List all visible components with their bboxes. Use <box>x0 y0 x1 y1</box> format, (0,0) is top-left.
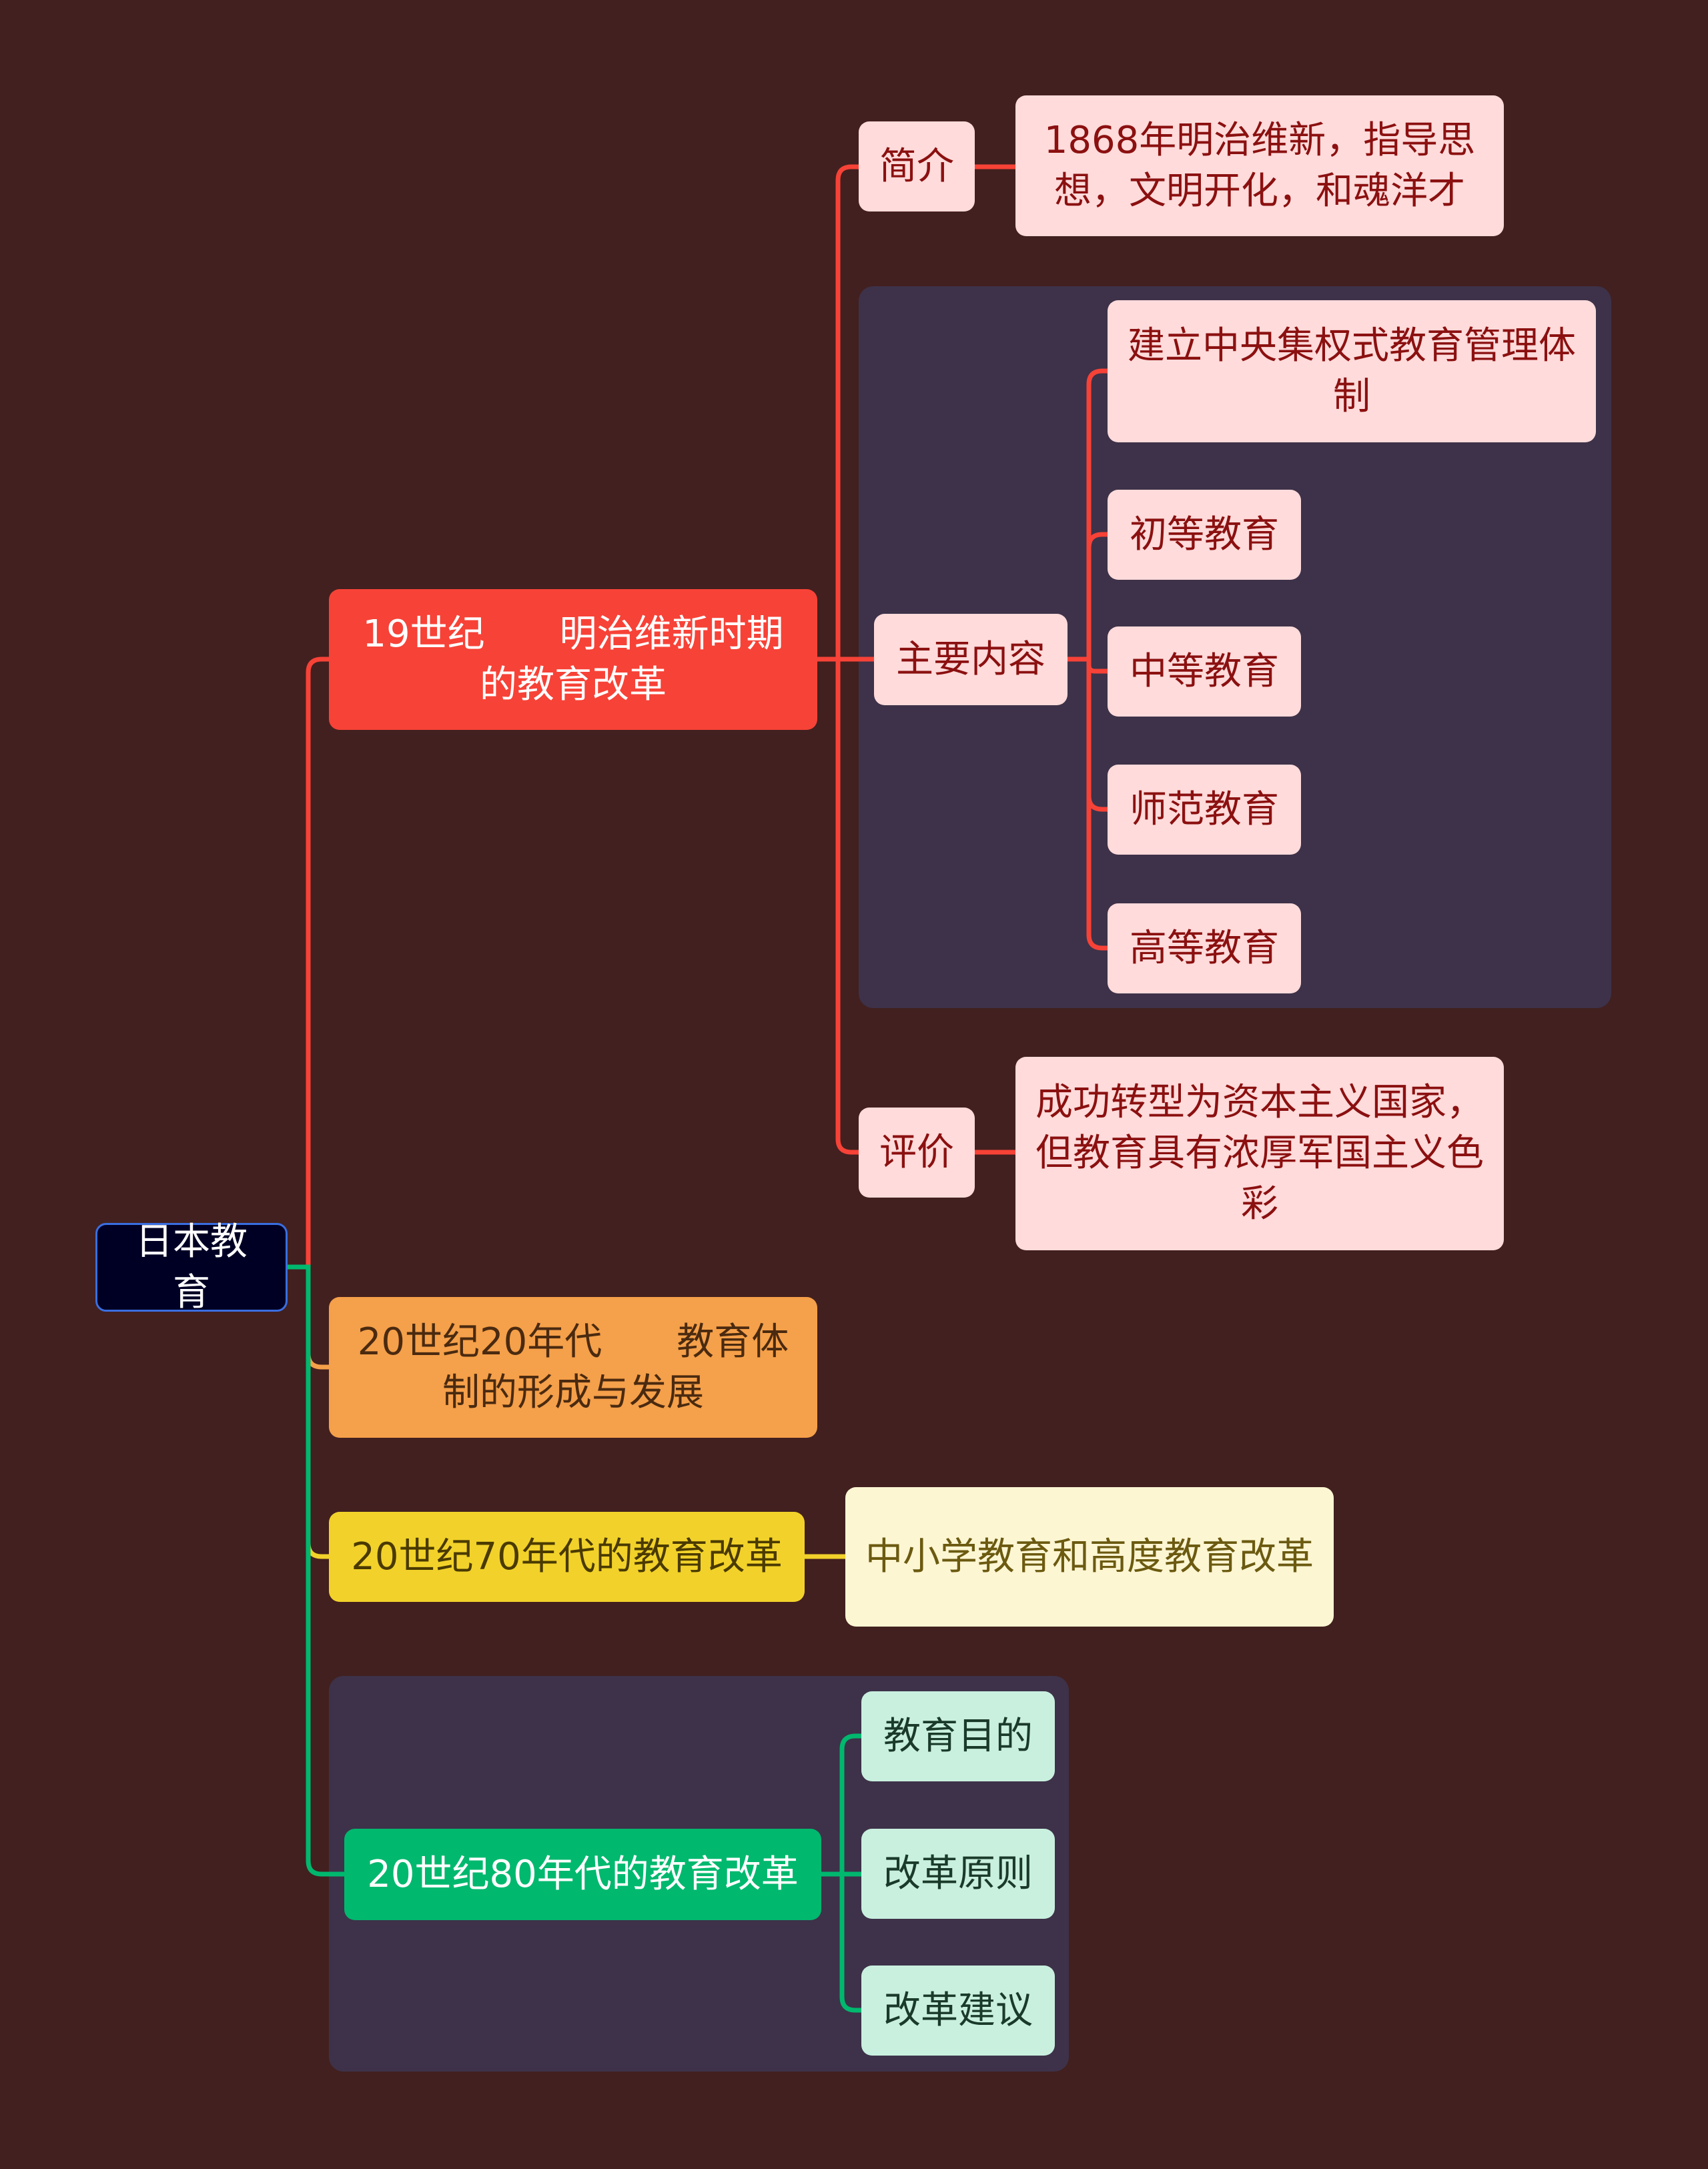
main-item[interactable]: 初等教育 <box>1108 490 1301 580</box>
node-evaluation[interactable]: 评价 <box>859 1108 975 1198</box>
node-main-content[interactable]: 主要内容 <box>874 614 1068 705</box>
connector-main-item <box>1068 532 1108 662</box>
node-intro-detail[interactable]: 1868年明治维新，指导思想，文明开化，和魂洋才 <box>1015 95 1504 236</box>
main-item[interactable]: 中等教育 <box>1108 626 1301 717</box>
connector-root-19 <box>288 657 329 1270</box>
node-evaluation-detail[interactable]: 成功转型为资本主义国家，但教育具有浓厚军国主义色彩 <box>1015 1057 1504 1250</box>
main-item[interactable]: 师范教育 <box>1108 765 1301 855</box>
branch-1920s[interactable]: 20世纪20年代 教育体制的形成与发展 <box>329 1297 817 1438</box>
node-1970s-detail[interactable]: 中小学教育和高度教育改革 <box>845 1487 1334 1627</box>
connector-80-item <box>821 1733 861 1877</box>
item-1980s[interactable]: 改革原则 <box>861 1829 1055 1919</box>
branch-19th-century[interactable]: 19世纪 明治维新时期的教育改革 <box>329 589 817 730</box>
root-node[interactable]: 日本教育 <box>95 1220 288 1314</box>
main-item[interactable]: 建立中央集权式教育管理体制 <box>1108 300 1596 442</box>
connector-intro <box>817 164 859 662</box>
connector-80-item <box>821 1871 861 2013</box>
connector-root-80 <box>288 1264 344 1877</box>
branch-1970s[interactable]: 20世纪70年代的教育改革 <box>329 1512 805 1602</box>
connector-main-item <box>1068 368 1108 662</box>
main-item[interactable]: 高等教育 <box>1108 903 1301 993</box>
item-1980s[interactable]: 教育目的 <box>861 1691 1055 1781</box>
connector-main-item <box>1068 657 1108 951</box>
item-1980s[interactable]: 改革建议 <box>861 1966 1055 2056</box>
branch-1980s[interactable]: 20世纪80年代的教育改革 <box>344 1829 821 1920</box>
node-intro[interactable]: 简介 <box>859 121 975 211</box>
connector-evaluation <box>817 657 859 1155</box>
